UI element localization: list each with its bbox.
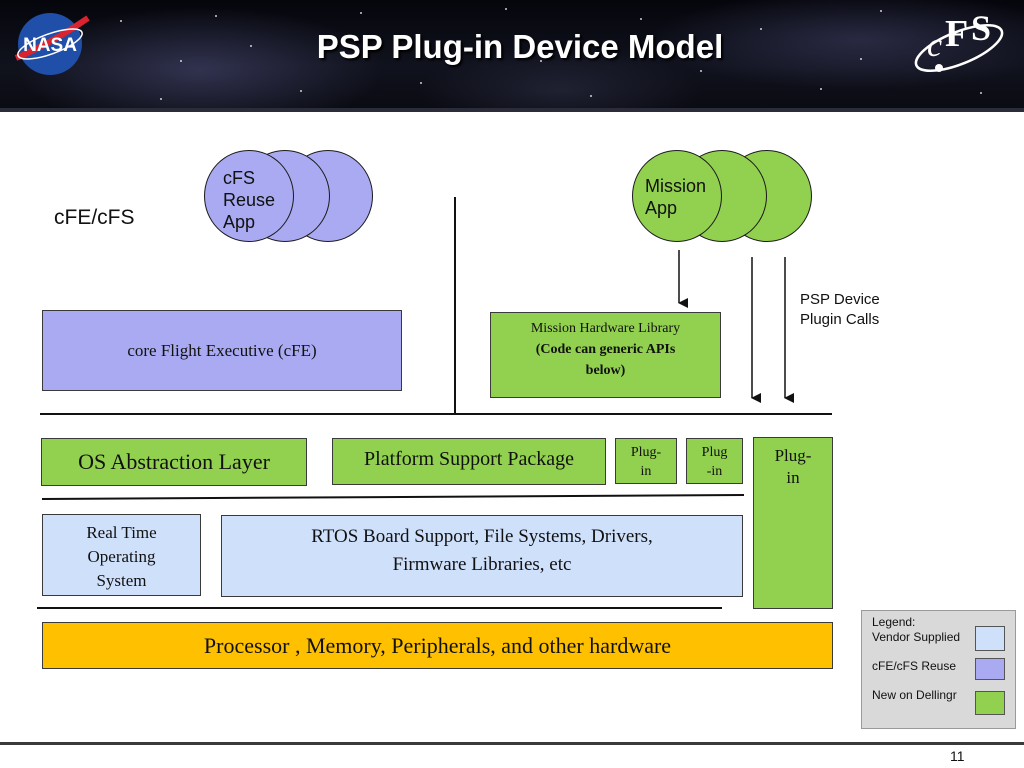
bsp-box-line1: RTOS Board Support, File Systems, Driver… — [311, 526, 653, 547]
psp-box-label: Platform Support Package — [364, 448, 574, 470]
mission-app-circle-front — [632, 150, 722, 242]
svg-text:F: F — [945, 13, 968, 55]
plugin-box-2: Plug -in — [686, 438, 743, 484]
plugin-box-3-line2: in — [786, 468, 800, 487]
plugin-box-3-line1: Plug- — [774, 446, 812, 465]
mission-app-label-line1: Mission — [645, 176, 707, 196]
svg-text:NASA: NASA — [23, 35, 77, 56]
cfs-reuse-app-label-line2: Reuse — [223, 190, 276, 210]
legend-vendor-supplied-label: Vendor Supplied — [872, 630, 961, 644]
cfs-reuse-app-circle-front — [204, 150, 294, 242]
osal-box: OS Abstraction Layer — [41, 438, 307, 486]
mission-hardware-library-line3: below) — [585, 363, 626, 378]
hardware-box-label: Processor , Memory, Peripherals, and oth… — [203, 632, 672, 658]
psp-device-plugin-calls-label: PSP Device Plugin Calls — [800, 290, 880, 330]
mission-hardware-library-line2: (Code can generic APIs — [535, 342, 676, 357]
mission-hardware-library-line1: Mission Hardware Library — [530, 321, 681, 336]
mission-app-label: Mission App — [645, 175, 706, 219]
svg-text:S: S — [971, 8, 991, 48]
plugin-box-3: Plug- in — [753, 437, 833, 609]
header-banner — [0, 0, 1024, 110]
plugin-box-2-line2: -in — [706, 464, 723, 479]
slide-title: PSP Plug-in Device Model — [316, 28, 724, 65]
cfe-cfs-label: cFE/cFS — [54, 206, 135, 229]
bsp-box-line2: Firmware Libraries, etc — [392, 554, 572, 575]
osal-box-label: OS Abstraction Layer — [78, 449, 270, 474]
plugin-box-1-line1: Plug- — [630, 445, 662, 460]
page-number: 11 — [950, 748, 965, 764]
rtos-box-line1: Real Time — [86, 523, 157, 542]
legend-new-on-dellingr-label: New on Dellingr — [872, 688, 957, 702]
mission-hardware-library-box: Mission Hardware Library (Code can gener… — [490, 312, 721, 398]
svg-text:c: c — [927, 27, 942, 64]
rtos-box-line3: System — [96, 571, 147, 590]
plugin-box-2-line1: Plug — [701, 445, 728, 460]
upper-layer-separator — [40, 413, 832, 415]
bsp-box: RTOS Board Support, File Systems, Driver… — [221, 515, 743, 597]
hardware-box: Processor , Memory, Peripherals, and oth… — [42, 622, 833, 669]
footer-rule — [0, 742, 1024, 745]
legend-title: Legend: Vendor Supplied — [872, 615, 960, 645]
legend-cfe-cfs-reuse-label: cFE/cFS Reuse — [872, 659, 957, 673]
lower-layer-separator — [37, 607, 722, 609]
legend-title-text: Legend: — [872, 615, 916, 629]
legend-cfe-cfs-reuse-swatch — [975, 658, 1005, 680]
vertical-separator — [454, 197, 456, 414]
psp-device-plugin-calls-line1: PSP Device — [800, 291, 880, 308]
cfe-box: core Flight Executive (cFE) — [42, 310, 402, 391]
nasa-logo-icon: NASA — [14, 13, 90, 75]
psp-box: Platform Support Package — [332, 438, 606, 485]
rtos-box: Real Time Operating System — [42, 514, 201, 596]
header-divider — [0, 108, 1024, 112]
legend-new-on-dellingr-swatch — [975, 691, 1005, 715]
psp-device-plugin-calls-line2: Plugin Calls — [800, 311, 880, 328]
cfs-logo-icon: c F S — [914, 8, 1004, 72]
cfs-reuse-app-label: cFS Reuse App — [223, 167, 275, 233]
cfs-reuse-app-label-line3: App — [223, 212, 256, 232]
plugin-box-1: Plug- in — [615, 438, 677, 484]
cfs-reuse-app-label-line1: cFS — [223, 168, 256, 188]
legend-panel: Legend: Vendor Supplied cFE/cFS Reuse Ne… — [861, 610, 1016, 729]
legend-vendor-supplied-swatch — [975, 626, 1005, 651]
plugin-box-1-line2: in — [640, 464, 652, 479]
mission-app-label-line2: App — [645, 198, 678, 218]
cfe-box-label: core Flight Executive (cFE) — [127, 340, 317, 360]
rtos-box-line2: Operating — [87, 547, 156, 566]
